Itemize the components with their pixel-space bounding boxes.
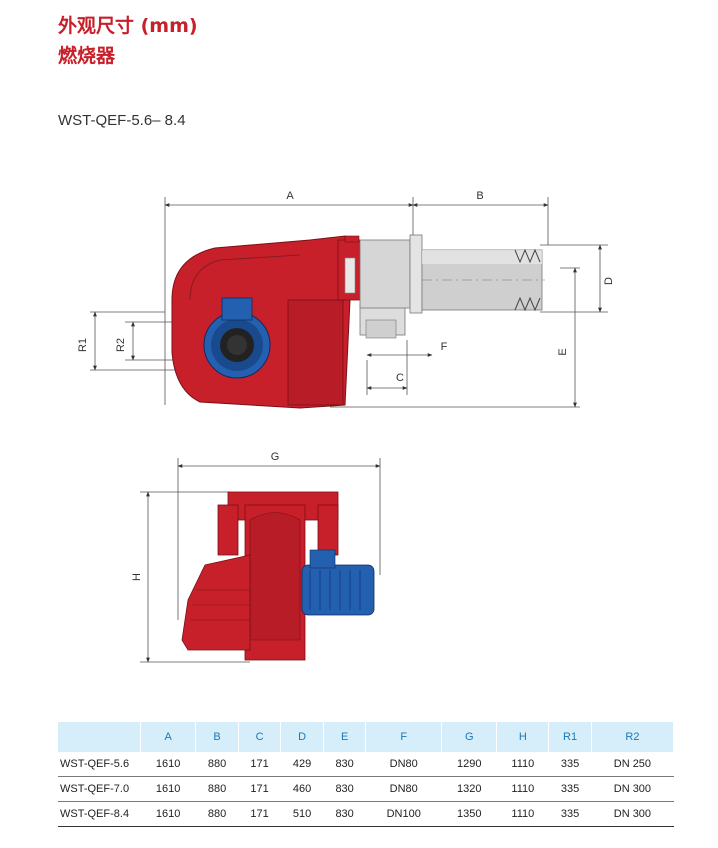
table-cell: 1290 bbox=[441, 752, 497, 777]
table-cell: 1610 bbox=[140, 752, 196, 777]
dimension-drawing: A B D E F C R1 R2 bbox=[77, 190, 615, 663]
table-cell: WST-QEF-7.0 bbox=[58, 776, 141, 802]
table-cell: DN 300 bbox=[591, 801, 674, 827]
front-view: G H bbox=[131, 451, 381, 663]
dimension-label-r2: R2 bbox=[115, 338, 127, 352]
table-header-cell: R2 bbox=[591, 722, 675, 752]
dimension-label-r1: R1 bbox=[77, 338, 89, 352]
table-cell: 830 bbox=[323, 752, 366, 777]
table-cell: 1610 bbox=[140, 801, 196, 827]
table-cell: 171 bbox=[238, 752, 281, 777]
table-header-cell: G bbox=[441, 722, 498, 752]
dimension-label-g: G bbox=[271, 451, 280, 463]
table-header-cell: F bbox=[365, 722, 443, 752]
table-header-cell: H bbox=[496, 722, 550, 752]
table-row: WST-QEF-5.6 1610 880 171 429 830 DN80 12… bbox=[58, 752, 674, 777]
table-row: WST-QEF-7.0 1610 880 171 460 830 DN80 13… bbox=[58, 776, 674, 802]
dimension-label-b: B bbox=[476, 190, 483, 202]
table-cell: DN80 bbox=[365, 752, 442, 777]
table-cell: 335 bbox=[548, 776, 592, 802]
dimension-label-c: C bbox=[396, 372, 404, 384]
table-cell: DN 300 bbox=[591, 776, 674, 802]
table-cell: 830 bbox=[323, 776, 366, 802]
table-cell: WST-QEF-5.6 bbox=[58, 752, 141, 777]
page-subtitle: 燃烧器 bbox=[58, 45, 116, 67]
table-cell: 171 bbox=[238, 801, 281, 827]
table-header-cell bbox=[58, 722, 141, 752]
table-cell: 1320 bbox=[441, 776, 497, 802]
table-header-cell: E bbox=[323, 722, 367, 752]
table-header-cell: A bbox=[140, 722, 197, 752]
table-header-cell: C bbox=[238, 722, 282, 752]
table-cell: 429 bbox=[280, 752, 324, 777]
table-cell: 1110 bbox=[496, 801, 549, 827]
page-title: 外观尺寸 (mm) bbox=[58, 15, 198, 37]
table-header-cell: D bbox=[280, 722, 324, 752]
dimension-label-d: D bbox=[603, 277, 615, 285]
table-cell: 880 bbox=[195, 776, 239, 802]
table-cell: DN80 bbox=[365, 776, 442, 802]
dimension-table: A B C D E F G H R1 R2 WST-QEF-5.6 1610 8… bbox=[58, 722, 675, 827]
table-cell: 880 bbox=[195, 801, 239, 827]
table-cell: DN100 bbox=[365, 801, 442, 827]
table-cell: 510 bbox=[280, 801, 324, 827]
table-cell: DN 250 bbox=[591, 752, 674, 777]
table-cell: 830 bbox=[323, 801, 366, 827]
table-cell: 1110 bbox=[496, 752, 549, 777]
dimension-label-e: E bbox=[557, 348, 569, 355]
dimension-label-a: A bbox=[286, 190, 294, 202]
table-cell: 880 bbox=[195, 752, 239, 777]
table-cell: 335 bbox=[548, 752, 592, 777]
model-range-label: WST-QEF-5.6– 8.4 bbox=[58, 112, 186, 129]
table-header-cell: R1 bbox=[548, 722, 592, 752]
table-cell: 171 bbox=[238, 776, 281, 802]
side-view: A B D E F C R1 R2 bbox=[77, 190, 615, 409]
table-row: WST-QEF-8.4 1610 880 171 510 830 DN100 1… bbox=[58, 801, 674, 827]
dimension-label-f: F bbox=[441, 341, 448, 353]
table-cell: 1350 bbox=[441, 801, 497, 827]
table-header-cell: B bbox=[195, 722, 239, 752]
table-cell: WST-QEF-8.4 bbox=[58, 801, 141, 827]
table-cell: 1110 bbox=[496, 776, 549, 802]
dimension-label-h: H bbox=[131, 573, 143, 581]
table-cell: 460 bbox=[280, 776, 324, 802]
table-header-row: A B C D E F G H R1 R2 bbox=[58, 722, 675, 752]
table-cell: 335 bbox=[548, 801, 592, 827]
table-cell: 1610 bbox=[140, 776, 196, 802]
